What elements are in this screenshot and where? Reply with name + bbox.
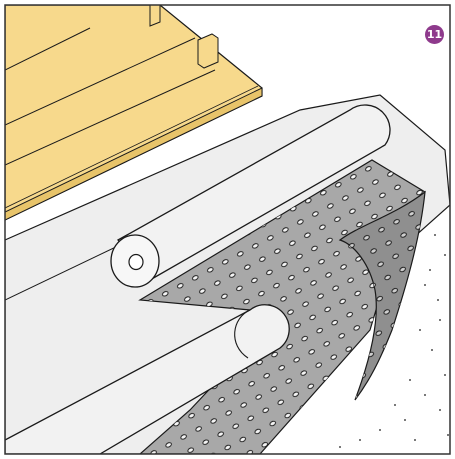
spacer-wedge: [197, 33, 219, 69]
roll-core-hole: [128, 253, 144, 271]
floor-speckles: [339, 214, 449, 448]
underlay-roll-upper: [117, 104, 391, 281]
step-number: 11: [426, 28, 443, 41]
step-number-badge-icon: 11: [425, 25, 444, 44]
frame-border: [4, 4, 451, 455]
underlay-roll-lower: [5, 304, 290, 454]
